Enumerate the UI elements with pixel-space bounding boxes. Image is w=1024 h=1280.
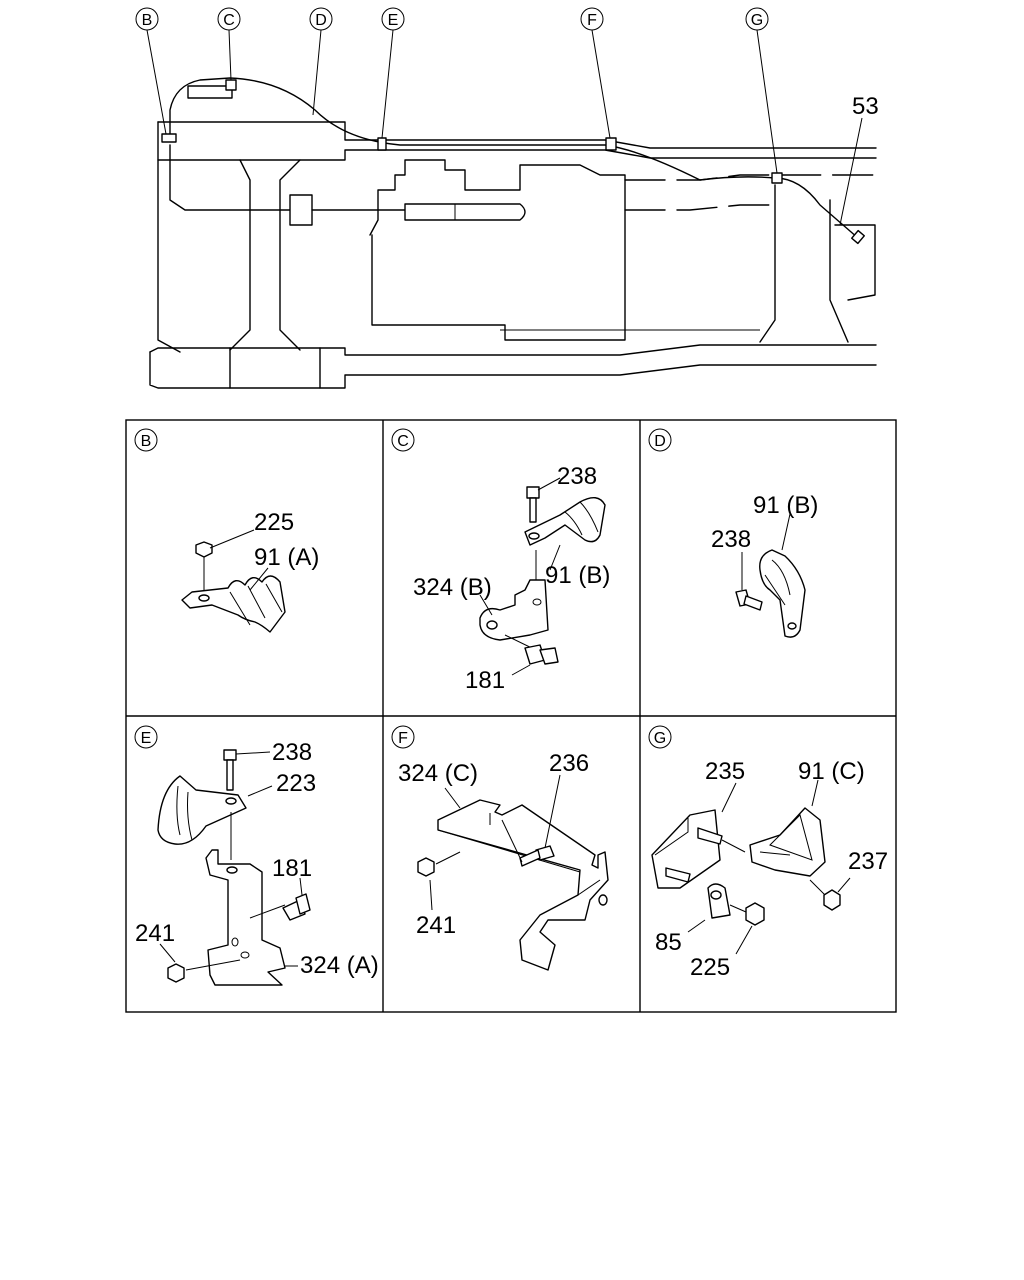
detail-grid <box>125 419 897 1013</box>
part-53-label: 53 <box>852 93 879 120</box>
panel-e-letter: E <box>141 730 152 747</box>
panel-d-91b-label: 91 (B) <box>753 492 818 519</box>
callout-g-label: G <box>751 12 763 29</box>
callout-e: E <box>381 7 405 31</box>
panel-f: F 324 (C) 236 241 <box>391 725 609 971</box>
panel-b-letter: B <box>141 433 152 450</box>
callout-f-label: F <box>587 12 597 29</box>
panel-e-238-label: 238 <box>272 739 312 766</box>
panel-c-181-label: 181 <box>465 667 505 694</box>
chassis-top-view <box>146 29 877 389</box>
panel-d-238-label: 238 <box>711 526 751 553</box>
panel-e: E 238 223 181 241 324 (A) <box>134 725 379 986</box>
panel-g-237-label: 237 <box>848 848 888 875</box>
panel-b-91a-label: 91 (A) <box>254 544 319 571</box>
panel-d-letter: D <box>654 433 666 450</box>
panel-e-223-label: 223 <box>276 770 316 797</box>
callout-b-label: B <box>142 12 153 29</box>
callout-b: B <box>135 7 159 31</box>
callout-d: D <box>309 7 333 31</box>
panel-e-181-label: 181 <box>272 855 312 882</box>
panel-f-324c-label: 324 (C) <box>398 760 478 787</box>
callout-e-label: E <box>388 12 399 29</box>
panel-c-letter: C <box>397 433 409 450</box>
panel-c-91b-label: 91 (B) <box>545 562 610 589</box>
callout-c-label: C <box>223 12 235 29</box>
panel-g-225-label: 225 <box>690 954 730 981</box>
panel-f-236-label: 236 <box>549 750 589 777</box>
panel-e-241-label: 241 <box>135 920 175 947</box>
panel-g-235-label: 235 <box>705 758 745 785</box>
panel-f-241-label: 241 <box>416 912 456 939</box>
panel-c: C 238 91 (B) 324 (B) 181 <box>391 428 610 694</box>
panel-b: B 225 91 (A) <box>134 428 319 633</box>
panel-c-324b-label: 324 (B) <box>413 574 492 601</box>
panel-e-324a-label: 324 (A) <box>300 952 379 979</box>
panel-b-225-label: 225 <box>254 509 294 536</box>
panel-g: G 235 91 (C) 237 85 225 <box>648 725 888 981</box>
panel-d: D 91 (B) 238 <box>648 428 818 638</box>
panel-c-238-label: 238 <box>557 463 597 490</box>
callout-g: G <box>745 7 769 31</box>
callout-c: C <box>217 7 241 31</box>
panel-g-91c-label: 91 (C) <box>798 758 865 785</box>
panel-g-letter: G <box>654 730 666 747</box>
callout-f: F <box>580 7 604 31</box>
panel-f-letter: F <box>398 730 408 747</box>
callout-d-label: D <box>315 12 327 29</box>
panel-g-85-label: 85 <box>655 929 682 956</box>
